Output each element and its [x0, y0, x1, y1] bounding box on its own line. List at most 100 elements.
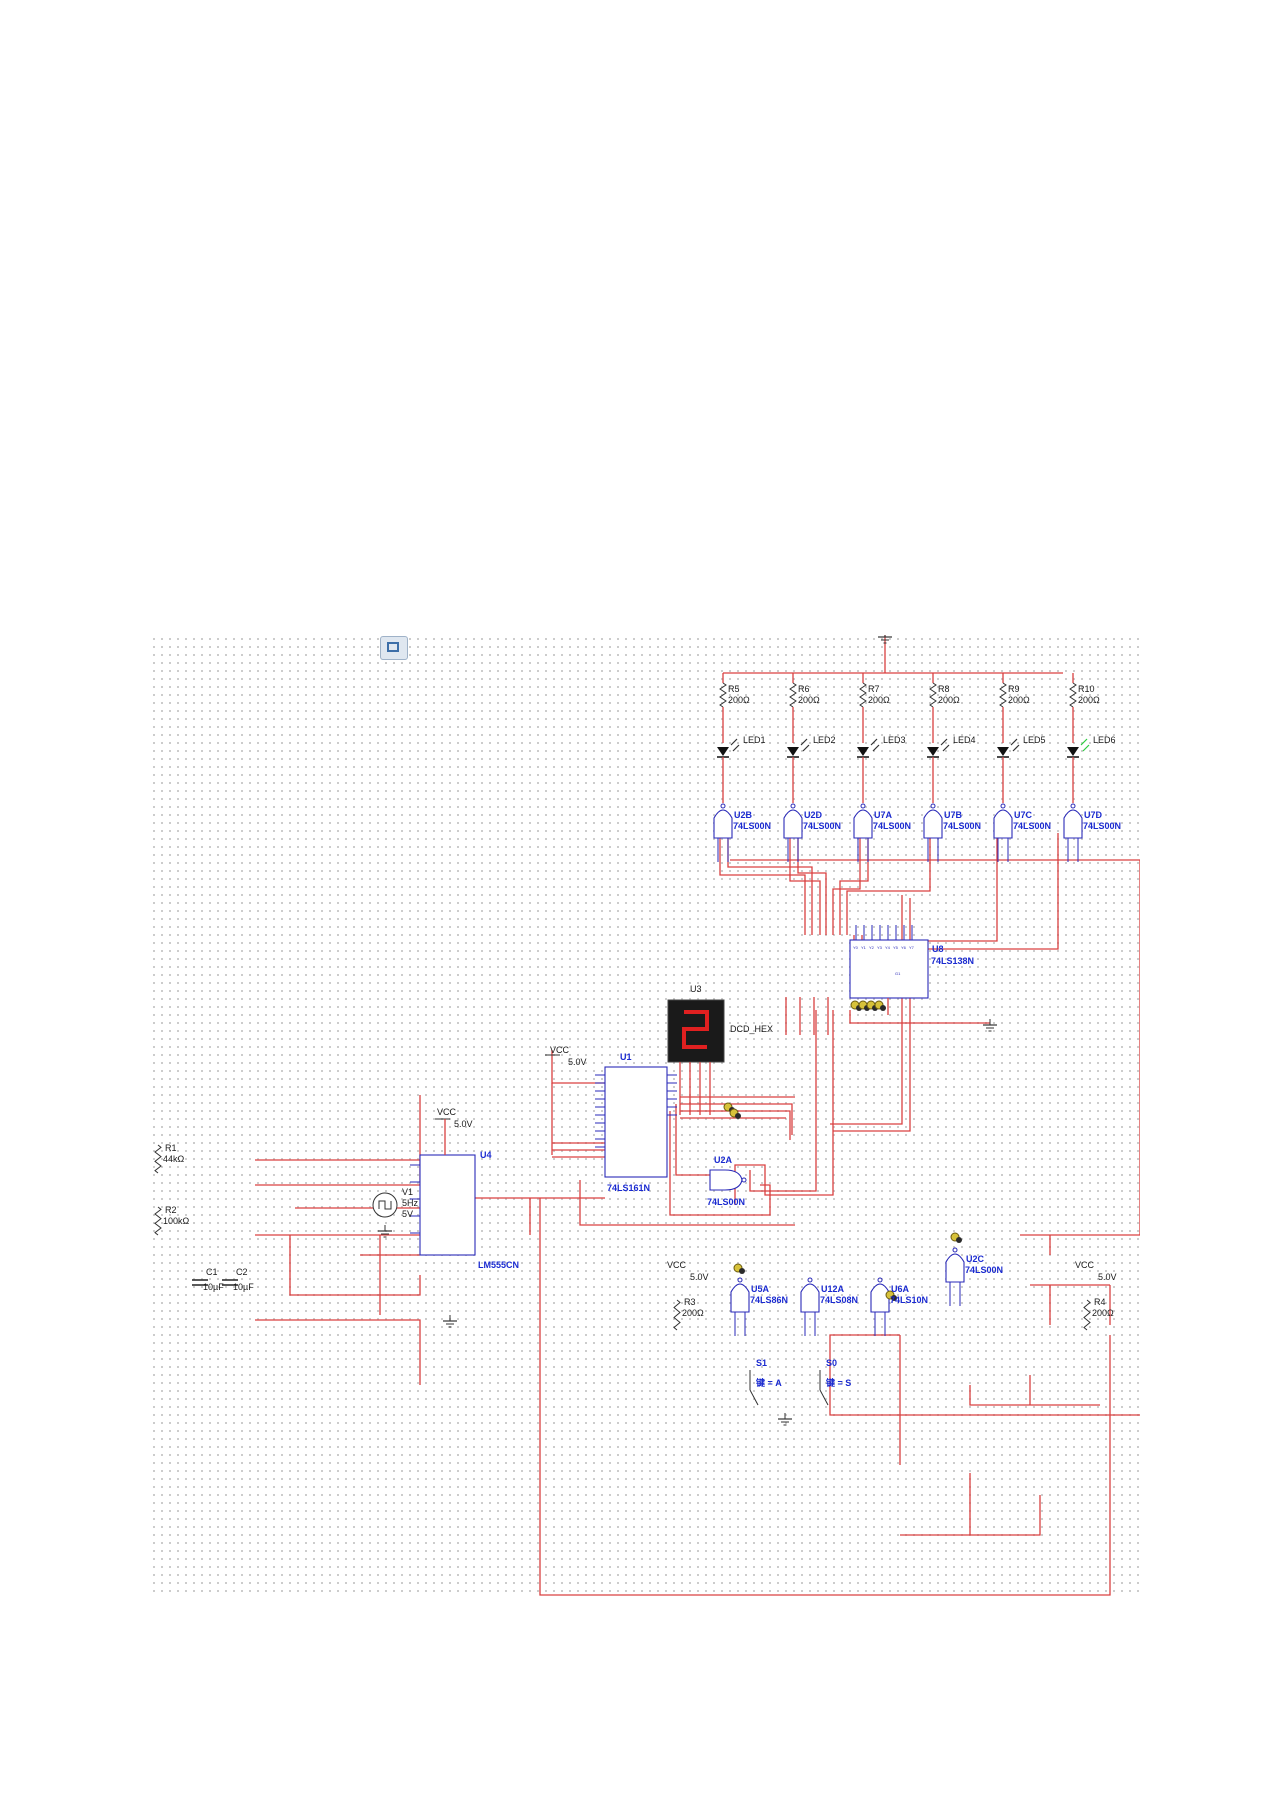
- led-label: LED3: [883, 735, 906, 745]
- nand-gate-u2d: [783, 803, 803, 862]
- resistor-value: 200Ω: [728, 695, 750, 705]
- nand-gate-u7d: [1063, 803, 1083, 862]
- resistor-ref: R1: [165, 1143, 177, 1153]
- gate-ref: U6A: [891, 1284, 910, 1294]
- gate-part: 74LS00N: [803, 821, 841, 831]
- gate-part: 74LS00N: [965, 1265, 1003, 1275]
- svg-text:Y6: Y6: [901, 945, 907, 950]
- nand-gate-u7c: [993, 803, 1013, 862]
- led-3-icon: [857, 738, 880, 758]
- svg-text:Y3: Y3: [877, 945, 883, 950]
- counter-ref: U1: [620, 1052, 632, 1062]
- resistor-value: 200Ω: [1008, 695, 1030, 705]
- decoder-ground-icon: [983, 1019, 997, 1032]
- gate-ref: U2C: [966, 1254, 985, 1264]
- nand-gate-u7b: [923, 803, 943, 862]
- gate-part: 74LS00N: [943, 821, 981, 831]
- voltage-label: 5.0V: [1098, 1272, 1117, 1282]
- gate-ref: U7C: [1014, 810, 1033, 820]
- display-ref: U3: [690, 984, 702, 994]
- vcc-label: VCC: [437, 1107, 457, 1117]
- timer-ground-icon: [443, 1315, 457, 1328]
- svg-text:Y1: Y1: [861, 945, 867, 950]
- gate-u6a: [870, 1277, 890, 1336]
- resistor-ref: R7: [868, 684, 880, 694]
- resistor-r2: [154, 1206, 162, 1236]
- gate-part: 74LS86N: [750, 1295, 788, 1305]
- svg-text:G1: G1: [895, 971, 901, 976]
- switch-s1: [749, 1370, 759, 1406]
- source-ground-icon: [378, 1225, 392, 1238]
- switch-ref: S0: [826, 1358, 837, 1368]
- seven-segment-display: [667, 999, 725, 1115]
- gate-ref: U7D: [1084, 810, 1103, 820]
- probe-icon: [874, 1000, 886, 1011]
- resistor-r5: [719, 682, 727, 708]
- switch-ground-icon: [778, 1413, 792, 1426]
- resistor-ref: R5: [728, 684, 740, 694]
- resistor-ref: R3: [684, 1297, 696, 1307]
- probe-icon: [723, 1102, 735, 1113]
- voltage-label: 5.0V: [454, 1119, 473, 1129]
- led-label: LED6: [1093, 735, 1116, 745]
- timer-ref: U4: [480, 1150, 492, 1160]
- capacitor-c2: [222, 1279, 238, 1286]
- resistor-value: 100kΩ: [163, 1216, 190, 1226]
- timer-part: LM555CN: [478, 1260, 519, 1270]
- gate-ref: U2A: [714, 1155, 733, 1165]
- resistor-ref: R8: [938, 684, 950, 694]
- resistor-value: 200Ω: [1078, 695, 1100, 705]
- svg-text:Y0: Y0: [853, 945, 859, 950]
- gate-ref: U7A: [874, 810, 893, 820]
- probe-icon: [950, 1232, 962, 1243]
- gate-u2c: [945, 1247, 965, 1306]
- labels: R5200ΩLED1U2B74LS00NR6200ΩLED2U2D74LS00N…: [163, 684, 1121, 1388]
- display-part: DCD_HEX: [730, 1024, 773, 1034]
- top-ground-icon: [878, 635, 892, 644]
- voltage-label: 5.0V: [690, 1272, 709, 1282]
- schematic-view-icon[interactable]: [380, 636, 408, 660]
- counter-part: 74LS161N: [607, 1183, 650, 1193]
- gate-part: 74LS00N: [707, 1197, 745, 1207]
- nand-gate-u2b: [713, 803, 733, 862]
- resistor-r4: [1083, 1299, 1091, 1331]
- resistor-value: 200Ω: [682, 1308, 704, 1318]
- probe-icon: [885, 1290, 897, 1301]
- gate-u5a: [730, 1277, 750, 1336]
- resistor-r6: [789, 682, 797, 708]
- capacitor-c1: [192, 1279, 208, 1286]
- capacitor-value: 10µF: [233, 1282, 254, 1292]
- vcc-label: VCC: [667, 1260, 687, 1270]
- capacitor-ref: C2: [236, 1267, 248, 1277]
- gate-part: 74LS00N: [1083, 821, 1121, 831]
- resistor-r10: [1069, 682, 1077, 708]
- switch-key: 键 = S: [825, 1377, 851, 1388]
- source-freq: 5Hz: [402, 1198, 419, 1208]
- resistor-value: 200Ω: [868, 695, 890, 705]
- capacitor-value: 10µF: [203, 1282, 224, 1292]
- resistor-r7: [859, 682, 867, 708]
- voltage-label: 5.0V: [568, 1057, 587, 1067]
- resistor-ref: R2: [165, 1205, 177, 1215]
- svg-text:Y5: Y5: [893, 945, 899, 950]
- led-5-icon: [997, 738, 1020, 758]
- svg-text:Y4: Y4: [885, 945, 891, 950]
- gate-ref: U7B: [944, 810, 963, 820]
- decoder-ref: U8: [932, 944, 944, 954]
- counter-u1: [545, 1054, 677, 1178]
- nand-gate-u7a: [853, 803, 873, 862]
- resistor-ref: R6: [798, 684, 810, 694]
- led-1-icon: [717, 738, 740, 758]
- resistor-ref: R10: [1078, 684, 1095, 694]
- resistor-ref: R9: [1008, 684, 1020, 694]
- led-label: LED1: [743, 735, 766, 745]
- resistor-value: 200Ω: [1092, 1308, 1114, 1318]
- gate-ref: U12A: [821, 1284, 845, 1294]
- switch-s0: [819, 1370, 829, 1406]
- resistor-value: 200Ω: [938, 695, 960, 705]
- resistor-value: 44kΩ: [163, 1154, 185, 1164]
